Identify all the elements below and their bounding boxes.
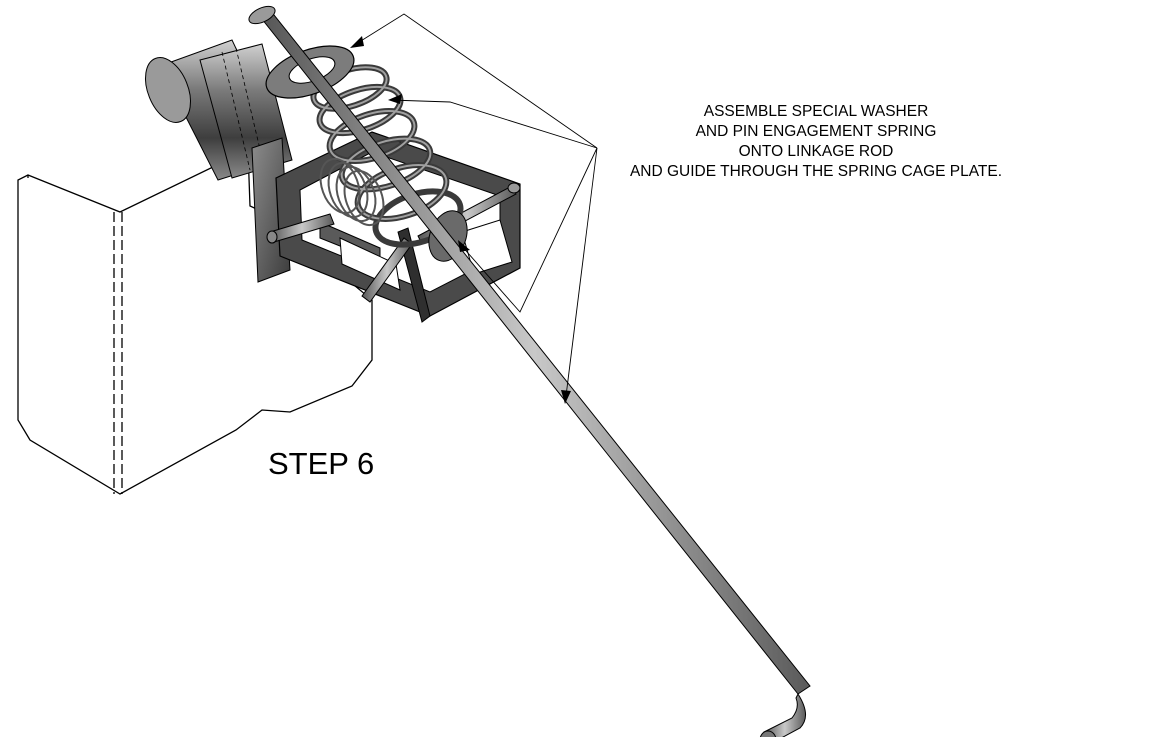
instruction-line-3: ONTO LINKAGE ROD: [738, 143, 894, 160]
leader-lines: [355, 13, 598, 397]
instruction-line-4: AND GUIDE THROUGH THE SPRING CAGE PLATE.: [629, 163, 1003, 180]
instruction-line-2: AND PIN ENGAGEMENT SPRING: [695, 123, 937, 140]
linkage-rod: [248, 5, 811, 737]
inner-spring: [319, 157, 385, 227]
arrowheads: [350, 36, 571, 404]
step-label: STEP 6: [268, 446, 375, 481]
instruction-line-1: ASSEMBLE SPECIAL WASHER: [703, 103, 929, 120]
